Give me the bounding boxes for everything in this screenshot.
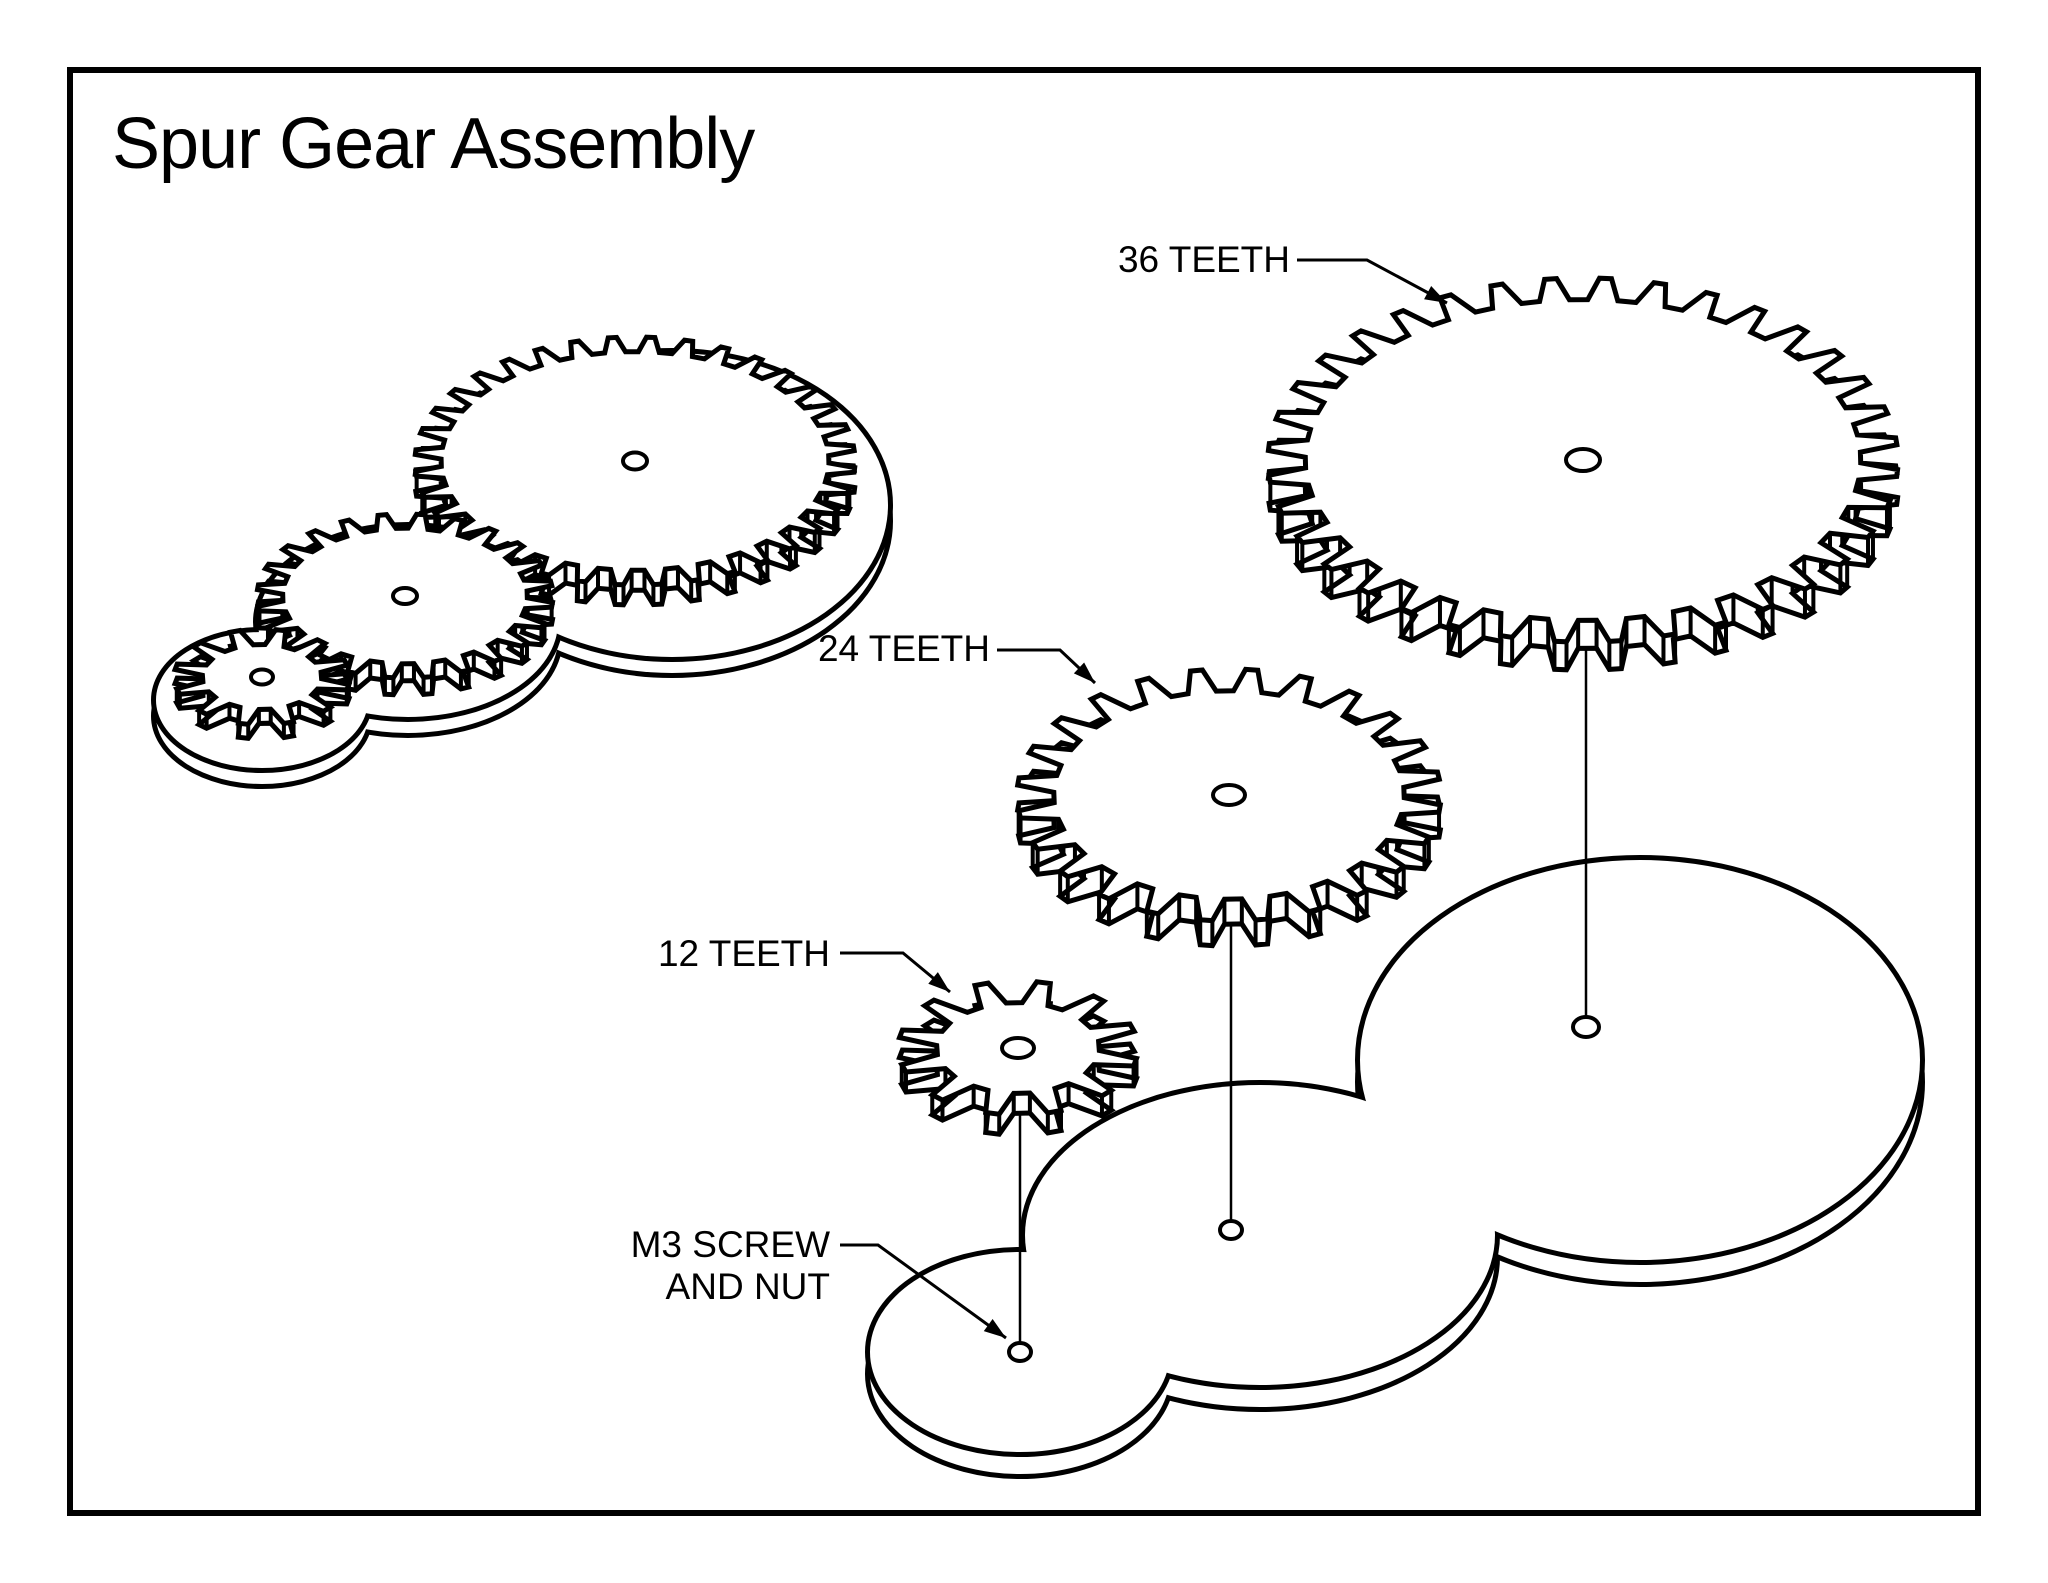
gear-center-hole — [249, 667, 275, 687]
gear-center-hole — [1000, 1036, 1036, 1060]
callout-12-teeth: 12 TEETH — [658, 933, 951, 994]
gear-36-assembled — [412, 334, 858, 608]
callout-label-12-teeth: 12 TEETH — [658, 933, 830, 974]
gear-12-assembled — [171, 626, 353, 742]
assembled-view — [151, 334, 893, 789]
gear-36-exploded — [1265, 275, 1901, 673]
plate-top-surface-lobe-fill — [1360, 860, 1920, 1260]
leader-line-m3-screw-and-nut — [840, 1243, 1007, 1340]
plate-screw-hole — [1007, 1341, 1033, 1363]
leader-arrowhead-24-teeth — [1073, 662, 1095, 683]
leader-arrowhead-36-teeth — [1424, 285, 1447, 303]
leader-line-36-teeth — [1297, 258, 1448, 305]
callout-label-m3-screw-and-nut: M3 SCREW — [631, 1224, 830, 1265]
plate-screw-hole — [1218, 1219, 1244, 1241]
callout-label-24-teeth: 24 TEETH — [818, 628, 990, 669]
page-title: Spur Gear Assembly — [112, 104, 755, 184]
leader-line-12-teeth — [840, 951, 951, 994]
gear-center-hole — [391, 586, 419, 606]
gear-24-exploded — [1014, 666, 1444, 949]
plate-screw-hole — [1571, 1015, 1601, 1039]
gear-center-hole — [1211, 783, 1247, 807]
leader-arrowhead-12-teeth — [928, 972, 950, 992]
leader-arrowhead-m3-screw-and-nut — [983, 1319, 1006, 1338]
gear-12-exploded — [896, 979, 1140, 1137]
leader-line-24-teeth — [997, 648, 1097, 685]
gear-center-hole — [1564, 447, 1602, 473]
drawing-border — [67, 67, 1981, 1516]
gear-center-hole — [621, 450, 649, 472]
callout-24-teeth: 24 TEETH — [818, 628, 1097, 685]
exploded-view — [865, 275, 1925, 1479]
callout-36-teeth: 36 TEETH — [1118, 239, 1448, 305]
callout-label-m3-screw-and-nut: AND NUT — [666, 1266, 830, 1307]
callout-label-36-teeth: 36 TEETH — [1118, 239, 1290, 280]
base-plate-exploded — [865, 855, 1925, 1479]
